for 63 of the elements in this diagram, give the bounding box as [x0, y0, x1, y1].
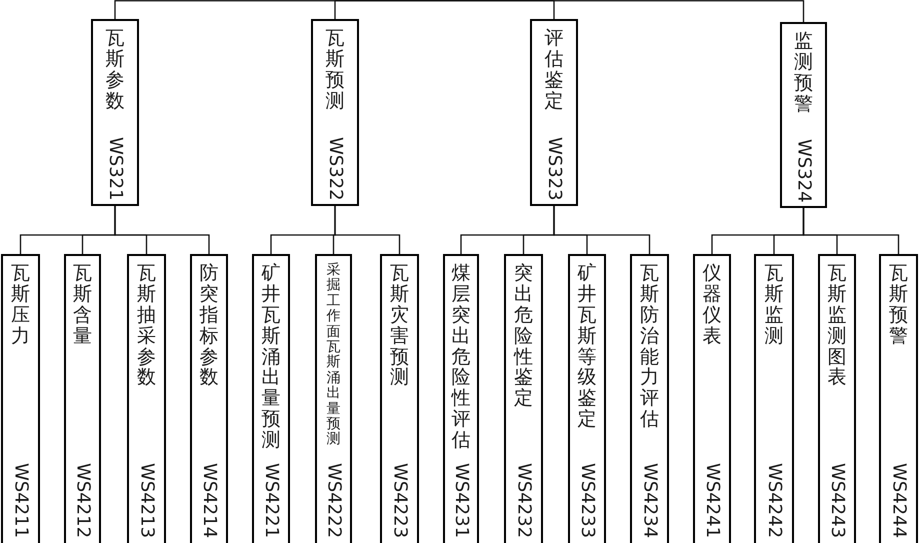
code-label: WS4243 — [828, 462, 846, 538]
node-label: 瓦斯参数 — [106, 28, 124, 112]
connector-line — [458, 0, 804, 22]
item-box — [380, 254, 419, 543]
item-box — [630, 254, 669, 543]
node-label: 瓦斯防治能力评估 — [640, 263, 659, 430]
item-box — [879, 254, 918, 543]
node-label: 瓦斯监测图表 — [828, 263, 846, 388]
code-label: WS323 — [545, 137, 563, 201]
code-label: WS322 — [326, 137, 344, 201]
item-box — [504, 254, 543, 543]
category-box — [91, 19, 139, 206]
code-label: WS4234 — [640, 462, 658, 538]
code-label: WS4214 — [200, 462, 218, 538]
node-label: 矿井瓦斯等级鉴定 — [578, 263, 596, 430]
item-box — [693, 254, 731, 543]
connector-line — [553, 206, 650, 254]
node-label: 仪器仪表 — [702, 263, 722, 347]
node-label: 矿井瓦斯涌出量预测 — [262, 263, 280, 452]
code-label: WS4244 — [890, 462, 908, 538]
node-label: 突出危险性鉴定 — [514, 263, 533, 410]
connector-line — [334, 0, 458, 19]
code-label: WS321 — [106, 137, 124, 201]
code-label: WS4241 — [703, 462, 721, 538]
item-box — [64, 254, 101, 543]
node-label: 瓦斯抽采参数 — [137, 263, 156, 388]
category-box — [530, 19, 578, 206]
item-box — [315, 254, 352, 543]
code-label: WS4223 — [390, 462, 408, 538]
item-box — [754, 254, 794, 543]
connector-line — [802, 208, 900, 254]
code-label: WS4232 — [514, 462, 532, 538]
code-label: WS4231 — [452, 462, 470, 538]
node-label: 瓦斯压力 — [11, 263, 30, 347]
category-box — [780, 22, 827, 208]
node-label: 监测预警 — [794, 31, 813, 115]
code-label: WS4212 — [74, 462, 92, 538]
code-label: WS4222 — [324, 462, 342, 538]
category-box — [311, 19, 359, 206]
code-label: WS4242 — [765, 462, 783, 538]
node-label: 瓦斯灾害预测 — [390, 263, 409, 388]
item-box — [190, 254, 228, 543]
code-label: WS4213 — [138, 462, 156, 538]
node-label: 瓦斯预测 — [326, 28, 344, 112]
node-label: 采掘工作面瓦斯涌出量预测 — [326, 263, 340, 448]
connector-line — [114, 206, 210, 254]
node-label: 瓦斯含量 — [73, 263, 92, 347]
node-label: 瓦斯监测 — [764, 263, 784, 347]
node-label: 煤层突出危险性评估 — [452, 263, 470, 452]
item-box — [252, 254, 290, 543]
item-box — [127, 254, 166, 543]
code-label: WS4233 — [578, 462, 596, 538]
node-label: 防突指标参数 — [200, 263, 218, 388]
node-label: 瓦斯预警 — [889, 263, 908, 347]
code-label: WS324 — [794, 139, 812, 203]
connector-line — [334, 206, 400, 254]
code-label: WS4211 — [12, 462, 30, 538]
item-box — [443, 254, 479, 543]
code-label: WS4221 — [262, 462, 280, 538]
item-box — [818, 254, 856, 543]
item-box — [1, 254, 40, 543]
node-label: 评估鉴定 — [544, 28, 564, 112]
item-box — [568, 254, 606, 543]
